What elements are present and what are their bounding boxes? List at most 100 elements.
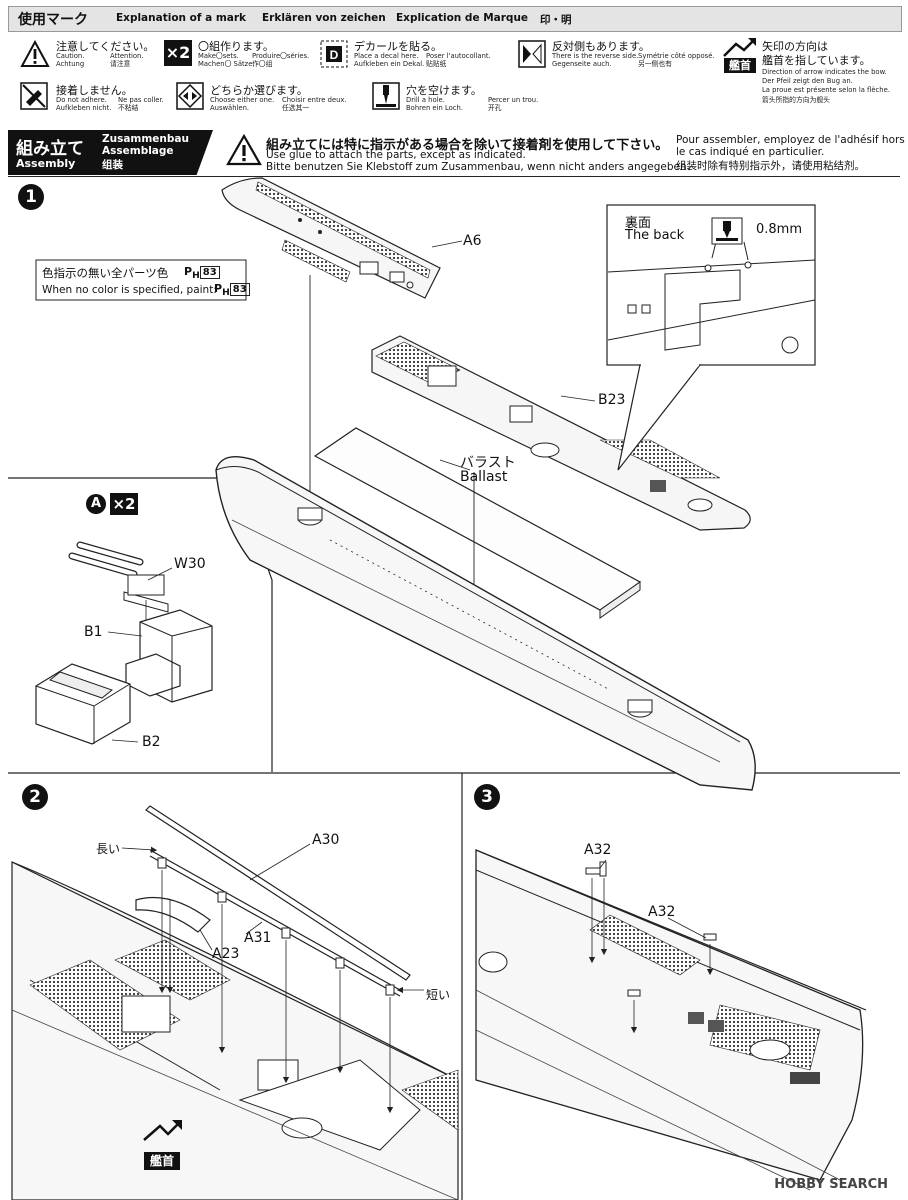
label-ballast-jp: バラスト (460, 455, 516, 471)
assembly-title-fr: Assemblage (102, 145, 174, 157)
part-hull (215, 456, 756, 791)
step-2-number: 2 (22, 784, 48, 810)
legend-header-bar (8, 6, 902, 32)
reverse-label-jp: 反対側もあります。 (552, 40, 650, 53)
glue-note-fr-1: Pour assembler, employez de l'adhésif ho… (676, 134, 905, 146)
choose-label-zh: 任选其一 (282, 104, 310, 112)
paint-prefix-2: P (214, 282, 223, 295)
inset-label-jp: 裏面 (625, 216, 652, 231)
legend-subtitle-zh: 印・明 (540, 14, 572, 26)
drill-label-en: Drill a hole. (406, 96, 445, 104)
make-sets-label-de: Machen〇 Sätze. (198, 60, 255, 68)
arrow-label-jp-2: 艦首を指しています。 (762, 54, 871, 67)
drill-label-de: Bohren ein Loch. (406, 104, 463, 112)
arrow-label-jp-1: 矢印の方向は (762, 40, 828, 53)
step-3-number: 3 (474, 784, 500, 810)
make-sets-label-zh: 作〇组 (252, 60, 273, 68)
reverse-label-fr: Symétrie côté opposé. (638, 52, 715, 60)
arrow-label-zh: 箭头所指的方向为舰头 (762, 96, 830, 104)
drill-label-fr: Percer un trou. (488, 96, 539, 104)
caution-label-de: Achtung (56, 60, 85, 68)
step-a-letter: A (86, 494, 106, 514)
no-glue-label-fr: Ne pas coller. (118, 96, 164, 104)
paint-code-2: 83 (229, 283, 250, 296)
glue-note-de: Bitte benutzen Sie Klebstoff zum Zusamme… (266, 161, 690, 173)
choose-label-fr: Choisir entre deux. (282, 96, 347, 104)
legend-subtitle-en: Explanation of a mark (116, 12, 247, 24)
part-b1 (125, 609, 213, 703)
inset-drill-size: 0.8mm (756, 222, 803, 237)
assembly-header-bar (8, 130, 213, 175)
bow-arrow-icon (723, 38, 756, 57)
no-glue-label-de: Aufkleben nicht. (56, 104, 112, 112)
legend-title: 使用マーク (18, 12, 88, 28)
part-ballast (313, 427, 642, 619)
part-w30 (68, 541, 169, 613)
label-w30: W30 (174, 556, 206, 572)
label-long: 長い (96, 842, 121, 856)
step3-hull-bow (475, 849, 867, 1191)
bow-arrow-icon-step2 (143, 1123, 179, 1141)
svg-text:D: D (330, 48, 339, 62)
step-a-make-sets-badge: ×2 (110, 493, 138, 515)
decal-label-zh: 贴贴纸 (426, 60, 447, 68)
no-glue-label-en: Do not adhere. (56, 96, 107, 104)
choose-label-en: Choose either one. (210, 96, 275, 104)
label-a30: A30 (312, 832, 340, 848)
arrow-label-fr: La proue est présente selon la flèche. (762, 86, 890, 94)
part-a6 (221, 177, 441, 299)
color-note-jp-text: 色指示の無い全パーツ色 (42, 266, 169, 280)
paint-hobby-prefix: H (192, 270, 200, 282)
label-b1: B1 (84, 624, 103, 640)
assembly-title-de: Zusammenbau (102, 133, 189, 145)
legend-subtitle-de: Erklären von zeichen (262, 12, 386, 24)
glue-note-fr-2: le cas indiqué en particulier. (676, 146, 825, 158)
glue-note-zh: 组装时除有特别指示外，请使用粘结剂。 (676, 160, 865, 172)
make-sets-label-fr: Produire〇séries. (252, 52, 310, 60)
part-a30 (145, 805, 411, 981)
caution-label-jp: 注意してください。 (56, 40, 155, 53)
label-a32-upper: A32 (584, 842, 612, 858)
legend-subtitle-fr: Explication de Marque (396, 12, 529, 24)
make-sets-label-en: Make〇sets. (198, 52, 239, 60)
color-note-en: When no color is specified, paint: (42, 284, 217, 296)
part-a32 (585, 861, 717, 997)
glue-caution-icon (226, 134, 262, 166)
no-glue-icon (20, 82, 48, 110)
assembly-title-zh: 组装 (102, 159, 123, 171)
no-glue-label-jp: 接着しません。 (56, 84, 133, 97)
label-b23: B23 (598, 392, 626, 408)
assembly-title-jp: 組み立て (16, 139, 84, 159)
paint-code-1: 83 (199, 266, 220, 279)
color-note-jp: 色指示の無い全パーツ色 (42, 265, 168, 281)
label-ballast-en: Ballast (460, 469, 508, 485)
reverse-label-en: There is the reverse side. (552, 52, 639, 60)
part-a23 (135, 896, 211, 933)
reverse-label-de: Gegenseite auch. (552, 60, 612, 68)
assembly-title-en: Assembly (16, 157, 76, 170)
step2-hull-section (11, 861, 459, 1200)
arrow-label-de: Der Pfeil zeigt den Bug an. (762, 77, 853, 85)
glue-note-en: Use glue to attach the parts, except as … (266, 149, 526, 161)
assembly-header-rule (8, 176, 900, 177)
part-b2 (35, 663, 131, 745)
paint-prefix: P (184, 265, 193, 278)
decal-label-de: Aufkleben ein Dekal. (354, 60, 425, 68)
arrow-label-en: Direction of arrow indicates the bow. (762, 68, 887, 76)
make-sets-badge: ×2 (164, 40, 192, 66)
bow-badge: 艦首 (724, 58, 756, 73)
caution-label-fr: Attention. (110, 52, 144, 60)
decal-label-en: Place a decal here. (354, 52, 419, 60)
make-sets-label-jp: 〇組作ります。 (198, 40, 274, 53)
choose-label-jp: どちらか選びます。 (210, 84, 308, 97)
choose-icon (176, 82, 204, 110)
part-a31 (149, 849, 401, 997)
caution-label-zh: 请注意 (110, 60, 131, 68)
step-1-number: 1 (18, 184, 44, 210)
caution-icon (20, 40, 50, 67)
label-a31: A31 (244, 930, 272, 946)
drill-icon (372, 82, 400, 110)
